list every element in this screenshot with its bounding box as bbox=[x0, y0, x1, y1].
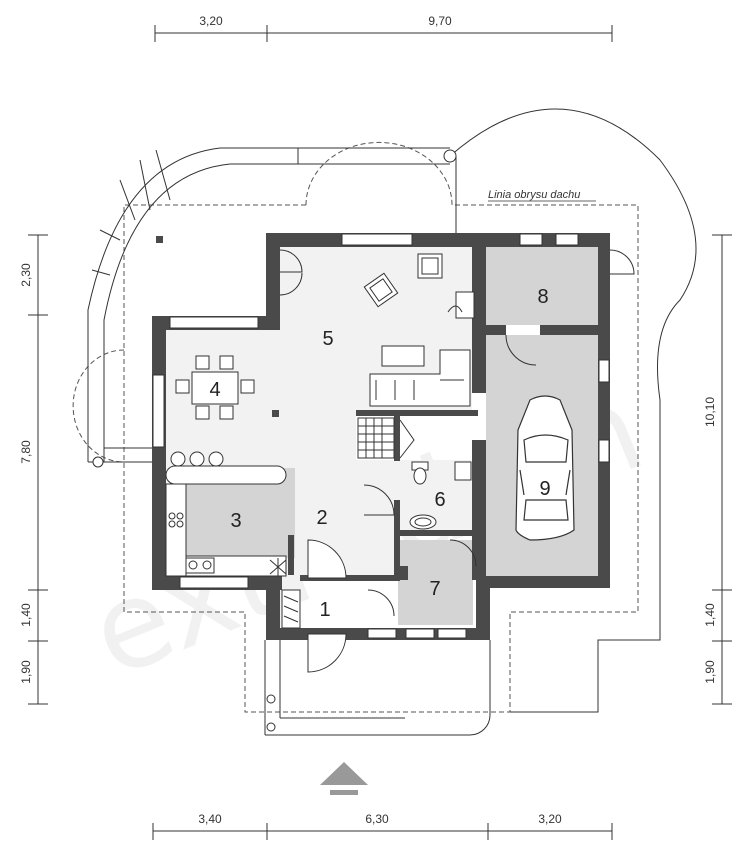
roof-line-label: Linia obrysu dachu bbox=[488, 189, 580, 201]
room-7-label: 7 bbox=[429, 578, 440, 600]
room-4-label: 4 bbox=[209, 379, 220, 401]
dining-table-icon bbox=[191, 371, 239, 405]
chair-icon bbox=[195, 405, 210, 420]
dim-top-2: 9,70 bbox=[428, 14, 452, 28]
car-icon bbox=[515, 395, 575, 541]
room-5-label: 5 bbox=[322, 328, 333, 350]
column-marker bbox=[156, 236, 163, 243]
dim-right-1: 10,10 bbox=[703, 397, 717, 427]
terrace-top-right bbox=[298, 108, 697, 713]
porch bbox=[264, 640, 491, 736]
dim-left-3: 1,40 bbox=[19, 603, 33, 627]
dim-bottom-1: 3,40 bbox=[198, 812, 222, 826]
chair-icon bbox=[240, 379, 255, 394]
chair-icon bbox=[219, 405, 234, 420]
room-labels: 1 2 3 4 5 6 7 8 9 bbox=[209, 286, 550, 621]
entrance-arrow-icon bbox=[320, 762, 368, 795]
chair-icon bbox=[175, 379, 190, 394]
kitchen-furniture bbox=[165, 451, 287, 577]
bar-stool-icon bbox=[189, 451, 205, 467]
room-8-label: 8 bbox=[537, 286, 548, 308]
dimension-lines bbox=[28, 25, 732, 840]
dimension-labels: 3,20 9,70 3,40 6,30 3,20 2,30 7,80 1,40 … bbox=[19, 14, 717, 826]
room-3-label: 3 bbox=[230, 510, 241, 532]
dim-top-1: 3,20 bbox=[199, 14, 223, 28]
doors bbox=[279, 249, 635, 673]
room-2-label: 2 bbox=[316, 507, 327, 529]
bar-stool-icon bbox=[170, 451, 186, 467]
dim-left-2: 7,80 bbox=[19, 440, 33, 464]
bathroom-fixtures bbox=[409, 461, 472, 530]
extractor-icon bbox=[269, 558, 287, 576]
dim-bottom-2: 6,30 bbox=[365, 812, 389, 826]
chair-icon bbox=[219, 355, 234, 370]
windows bbox=[152, 233, 610, 639]
bar-stool-icon bbox=[208, 451, 224, 467]
stairs bbox=[357, 417, 415, 459]
dim-left-4: 1,90 bbox=[19, 660, 33, 684]
room-6-label: 6 bbox=[434, 489, 445, 511]
chair-icon bbox=[195, 355, 210, 370]
fireplace-icon bbox=[455, 291, 475, 319]
terrace-left bbox=[87, 147, 299, 468]
dining-furniture bbox=[175, 355, 255, 420]
roof-outline bbox=[72, 141, 639, 713]
wardrobe bbox=[281, 589, 301, 629]
dim-right-3: 1,90 bbox=[703, 660, 717, 684]
room-9-label: 9 bbox=[539, 478, 550, 500]
room-1-label: 1 bbox=[319, 599, 330, 621]
living-furniture bbox=[363, 253, 475, 407]
coffee-table-icon bbox=[381, 345, 425, 367]
dim-left-1: 2,30 bbox=[19, 263, 33, 287]
dim-bottom-3: 3,20 bbox=[538, 812, 562, 826]
dim-right-2: 1,40 bbox=[703, 603, 717, 627]
column-marker bbox=[272, 410, 279, 417]
kitchen-bar-icon bbox=[165, 465, 287, 485]
